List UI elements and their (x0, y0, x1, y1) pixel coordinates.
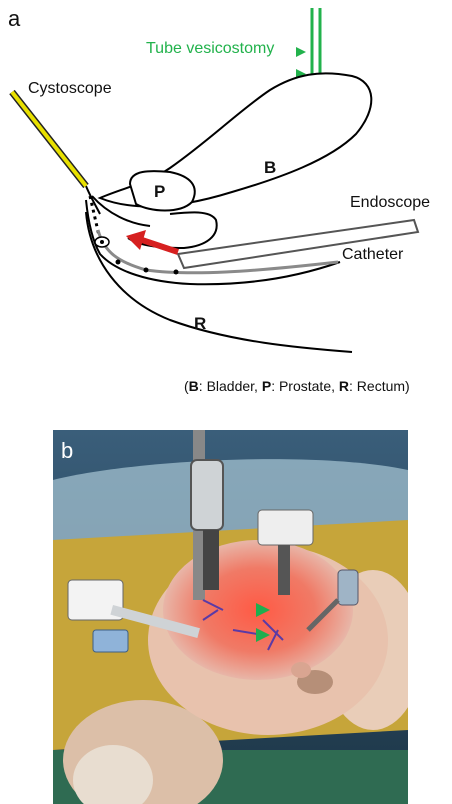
label-rectum: R (194, 314, 206, 334)
surgical-photo (53, 430, 408, 804)
label-tube-vesicostomy: Tube vesicostomy (146, 40, 274, 58)
panel-a-diagram: a Tube vesicostomy Cystoscope B P Endosc… (0, 0, 452, 400)
panel-letter-b: b (61, 438, 73, 464)
panel-b-photo: b (53, 430, 408, 804)
rectum-outline (86, 212, 352, 352)
arrowhead-1 (296, 47, 306, 57)
abbreviation-legend: (B: Bladder, P: Prostate, R: Rectum) (184, 378, 410, 394)
label-endoscope: Endoscope (350, 194, 430, 212)
label-bladder: B (264, 158, 276, 178)
label-catheter: Catheter (342, 246, 403, 264)
label-cystoscope: Cystoscope (28, 80, 112, 98)
red-arrow (126, 230, 146, 250)
label-prostate: P (154, 182, 165, 202)
panel-letter-a: a (8, 6, 20, 32)
